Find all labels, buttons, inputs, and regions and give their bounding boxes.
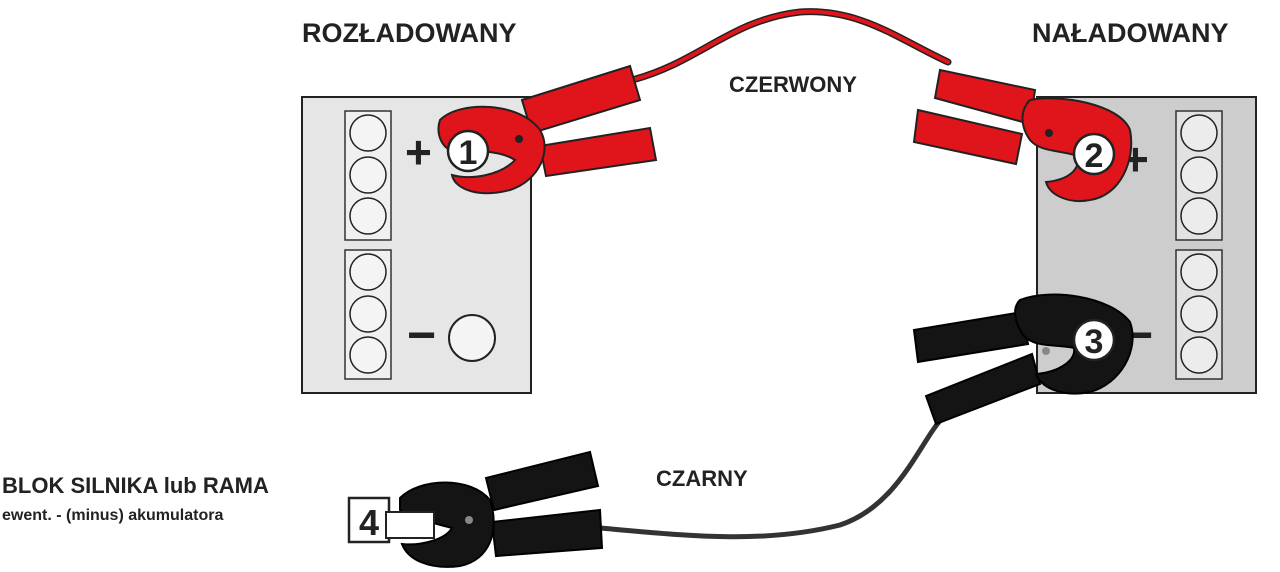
negative-terminal-left — [448, 314, 496, 362]
svg-text:3: 3 — [1085, 323, 1104, 361]
cell-column-top-right — [1175, 110, 1223, 241]
svg-text:2: 2 — [1085, 137, 1104, 175]
label-black-cable: CZARNY — [656, 466, 748, 491]
label-ground-subtitle: ewent. - (minus) akumulatora — [2, 507, 223, 524]
cell-column-top-left — [344, 110, 392, 241]
black-cable — [597, 412, 948, 540]
black-clamp-ground — [399, 450, 604, 568]
cell-column-bottom-left — [344, 249, 392, 380]
label-ground-title: BLOK SILNIKA lub RAMA — [2, 473, 269, 498]
step-2-badge: 2 — [1072, 132, 1116, 176]
cell-column-bottom-right — [1175, 249, 1223, 380]
svg-text:1: 1 — [459, 134, 478, 172]
minus-sign-left: − — [407, 307, 436, 363]
step-4-badge: 4 — [347, 496, 435, 544]
label-red-cable: CZERWONY — [729, 72, 857, 97]
svg-text:4: 4 — [359, 502, 379, 543]
step-3-badge: 3 — [1072, 318, 1116, 362]
step-1-badge: 1 — [446, 129, 490, 173]
plus-sign-left: + — [405, 126, 432, 178]
red-cable — [628, 8, 952, 84]
label-discharged: ROZŁADOWANY — [302, 18, 516, 48]
label-charged: NAŁADOWANY — [1032, 18, 1229, 48]
